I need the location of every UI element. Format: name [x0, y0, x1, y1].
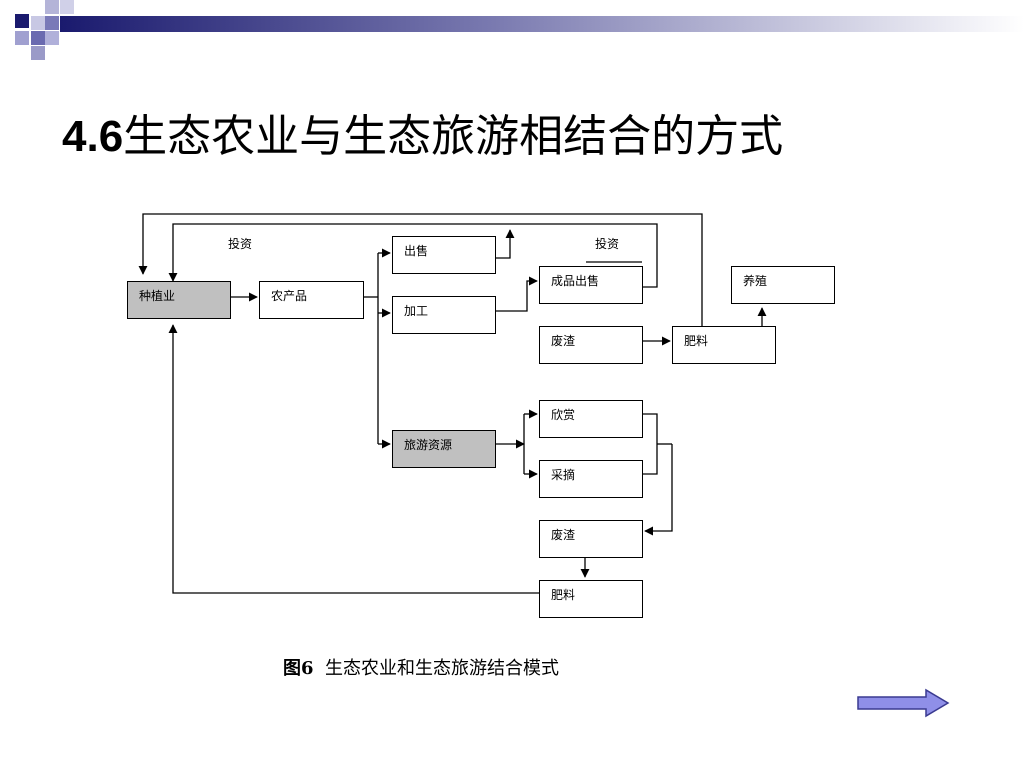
- deco-square: [15, 31, 29, 45]
- deco-square: [31, 31, 45, 45]
- node-picking: 采摘: [539, 460, 643, 498]
- label-investment-left: 投资: [228, 237, 253, 251]
- header-decoration: [15, 0, 1024, 60]
- deco-square: [15, 14, 29, 28]
- deco-square: [45, 16, 59, 30]
- deco-square: [60, 0, 74, 14]
- node-processing: 加工: [392, 296, 496, 334]
- slide-title: 4.6生态农业与生态旅游相结合的方式: [62, 100, 783, 164]
- node-sale: 出售: [392, 236, 496, 274]
- edge-feiliao-zhongzhi: [168, 324, 539, 594]
- slide-title-number: 4.6: [62, 112, 124, 161]
- node-fertilizer-top: 肥料: [672, 326, 776, 364]
- node-waste-top: 废渣: [539, 326, 643, 364]
- node-sightseeing: 欣赏: [539, 400, 643, 438]
- figure-label: 图6: [283, 658, 314, 679]
- deco-square: [31, 46, 45, 60]
- node-farm-products: 农产品: [259, 281, 364, 319]
- slide-title-text: 生态农业与生态旅游相结合的方式: [123, 111, 784, 162]
- right-arrow-icon[interactable]: [856, 688, 950, 718]
- figure-caption-text: 生态农业和生态旅游结合模式: [324, 658, 559, 679]
- label-investment-right: 投资: [595, 237, 620, 251]
- figure-caption: 图6 生态农业和生态旅游结合模式: [283, 654, 559, 680]
- node-fertilizer-bottom: 肥料: [539, 580, 643, 618]
- node-waste-bottom: 废渣: [539, 520, 643, 558]
- deco-square: [31, 16, 45, 30]
- feedback-outer-line: [138, 213, 703, 328]
- deco-square: [45, 0, 59, 14]
- edge-xinshang-merge: [643, 413, 658, 475]
- deco-square: [45, 31, 59, 45]
- node-tourism-resources: 旅游资源: [392, 430, 496, 468]
- header-gradient-bar: [60, 16, 1024, 32]
- investment-loop-line: [168, 223, 658, 288]
- edge-chushou-up: [496, 229, 515, 259]
- edge-merge-feizha: [644, 444, 673, 536]
- node-breeding: 养殖: [731, 266, 835, 304]
- node-product-sale: 成品出售: [539, 266, 643, 304]
- node-planting: 种植业: [127, 281, 231, 319]
- edge-jiagong-chengpin: [496, 276, 538, 312]
